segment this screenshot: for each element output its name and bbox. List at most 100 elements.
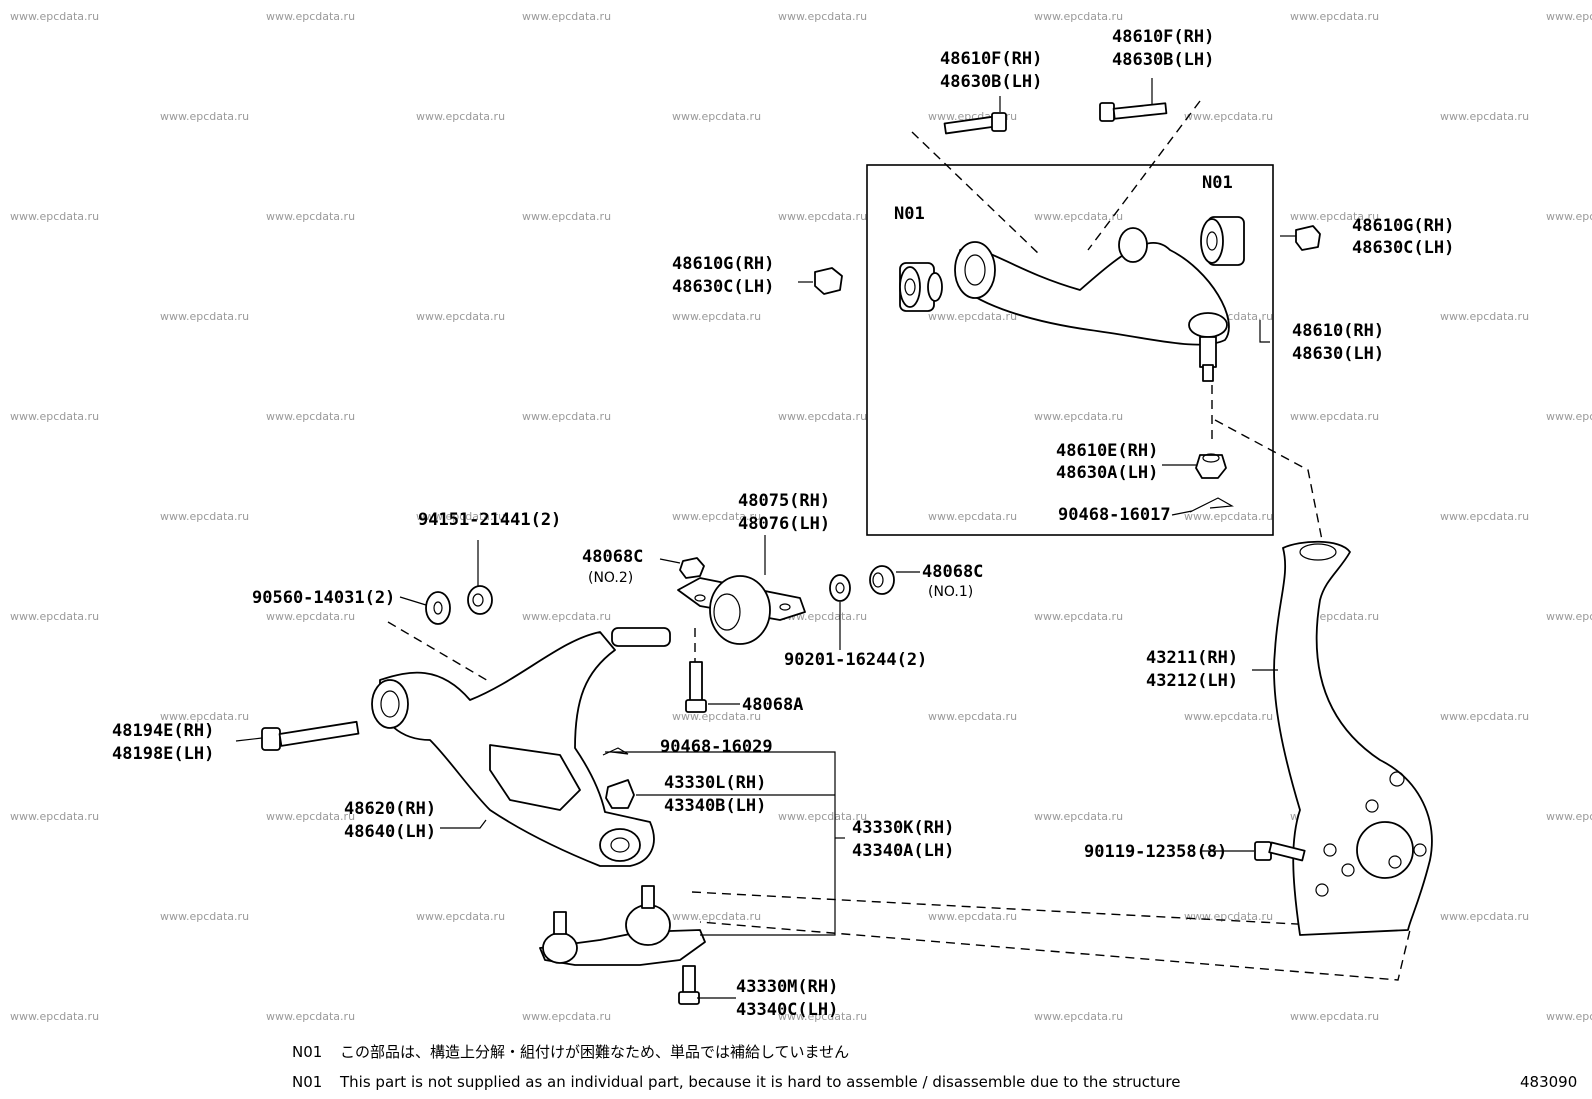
diagram-code: 483090 [1520,1073,1577,1091]
washer-90201 [829,574,851,602]
washer-90560 [425,591,451,625]
watermark-text: www.epcdata.ru [1034,610,1123,623]
watermark-text: www.epcdata.ru [1290,1010,1379,1023]
steering-knuckle [1273,540,1433,936]
watermark-text: www.epcdata.ru [10,210,99,223]
ball-joint-43330k [539,885,706,966]
watermark-text: www.epcdata.ru [672,110,761,123]
label-90201-16244: 90201-16244(2) [784,650,927,670]
watermark-text: www.epcdata.ru [1546,10,1592,23]
watermark-text: www.epcdata.ru [522,10,611,23]
label-94151-21441: 94151-21441(2) [418,510,561,530]
watermark-text: www.epcdata.ru [1290,410,1379,423]
watermark-text: www.epcdata.ru [1034,410,1123,423]
watermark-text: www.epcdata.ru [778,210,867,223]
watermark-text: www.epcdata.ru [10,10,99,23]
bushing-n01-right [1200,216,1245,266]
watermark-text: www.epcdata.ru [928,710,1017,723]
upper-control-arm [954,227,1230,382]
watermark-text: www.epcdata.ru [1546,810,1592,823]
watermark-text: www.epcdata.ru [672,310,761,323]
watermark-text: www.epcdata.ru [416,110,505,123]
guide-line [1214,419,1323,541]
note-1-code: N01 [292,1043,322,1061]
label-48630c-lh-left: 48630C(LH) [672,277,774,297]
label-43211-rh: 43211(RH) [1146,648,1238,668]
label-90468-16029: 90468-16029 [660,737,773,757]
label-48630c-lh-right: 48630C(LH) [1352,238,1454,258]
label-48640-lh: 48640(LH) [344,822,436,842]
label-43340c-lh: 43340C(LH) [736,1000,838,1020]
watermark-text: www.epcdata.ru [1440,110,1529,123]
watermark-text: www.epcdata.ru [266,210,355,223]
watermark-text: www.epcdata.ru [778,10,867,23]
watermark-text: www.epcdata.ru [1546,410,1592,423]
leader-lines [235,78,1296,999]
watermark-text: www.epcdata.ru [522,1010,611,1023]
watermark-text: www.epcdata.ru [1184,710,1273,723]
label-no2: (NO.2) [588,570,633,586]
watermark-text: www.epcdata.ru [160,910,249,923]
label-48610f-rh-b: 48610F(RH) [1112,27,1214,47]
label-90560-14031: 90560-14031(2) [252,588,395,608]
watermark-text: www.epcdata.ru [1546,210,1592,223]
watermark-text: www.epcdata.ru [1440,910,1529,923]
label-48198e-lh: 48198E(LH) [112,744,214,764]
label-48620-rh: 48620(RH) [344,799,436,819]
bolt-43330m [678,965,700,1005]
bushing-n01-left [899,262,943,312]
label-48630b-lh-b: 48630B(LH) [1112,50,1214,70]
watermark-text: www.epcdata.ru [266,610,355,623]
watermark-text: www.epcdata.ru [416,510,505,523]
nut-48610g-right [1295,225,1321,251]
bolt-48068a [685,661,707,713]
label-no1: (NO.1) [928,584,973,600]
part-labels: 48610F(RH) 48630B(LH) 48610F(RH) 48630B(… [112,27,1454,1020]
label-48194e-rh: 48194E(RH) [112,721,214,741]
upper-arm-assembly-box [866,164,1274,536]
watermark-text: www.epcdata.ru [672,910,761,923]
watermark-text: www.epcdata.ru [160,510,249,523]
bolt-48194e [261,720,360,751]
nut-94151 [467,585,493,615]
watermark-text: www.epcdata.ru [10,1010,99,1023]
label-48610g-rh-right: 48610G(RH) [1352,216,1454,236]
watermark-text: www.epcdata.ru [160,310,249,323]
watermark-text: www.epcdata.ru [1290,210,1379,223]
label-43330k-rh: 43330K(RH) [852,818,954,838]
note-2-text: This part is not supplied as an individu… [339,1073,1180,1091]
watermark-text: www.epcdata.ru [160,110,249,123]
label-48630a-lh: 48630A(LH) [1056,463,1158,483]
bolt-upper-right [1099,102,1168,122]
watermark-text: www.epcdata.ru [1034,810,1123,823]
label-48610e-rh: 48610E(RH) [1056,441,1158,461]
watermark-text: www.epcdata.ru [1034,1010,1123,1023]
label-43212-lh: 43212(LH) [1146,671,1238,691]
label-48610g-rh-left: 48610G(RH) [672,254,774,274]
label-43330l-rh: 43330L(RH) [664,773,766,793]
guide-line [911,131,1041,256]
notes: N01 この部品は、構造上分解・組付けが困難なため、単品では補給していません N… [292,1043,1577,1091]
washer-48068c-no1 [869,565,895,595]
watermark-text: www.epcdata.ru [266,810,355,823]
note-1-text: この部品は、構造上分解・組付けが困難なため、単品では補給していません [340,1043,849,1061]
washer-48068c-no2 [679,557,705,579]
watermark-text: www.epcdata.ru [266,10,355,23]
watermark-text: www.epcdata.ru [1440,710,1529,723]
watermark-text: www.epcdata.ru [1290,10,1379,23]
label-90468-16017: 90468-16017 [1058,505,1171,525]
watermark-text: www.epcdata.ru [416,310,505,323]
watermark-text: www.epcdata.ru [266,410,355,423]
watermark-text: www.epcdata.ru [416,910,505,923]
label-48610f-rh-a: 48610F(RH) [940,49,1042,69]
label-48068c-no2: 48068C [582,547,643,567]
watermark-text: www.epcdata.ru [928,510,1017,523]
bolt-upper-left [943,112,1007,135]
label-43340b-lh: 43340B(LH) [664,796,766,816]
watermark-text: www.epcdata.ru [1184,510,1273,523]
label-43330m-rh: 43330M(RH) [736,977,838,997]
label-48076-lh: 48076(LH) [738,514,830,534]
watermark-text: www.epcdata.ru [928,910,1017,923]
lower-control-arm [371,627,671,867]
